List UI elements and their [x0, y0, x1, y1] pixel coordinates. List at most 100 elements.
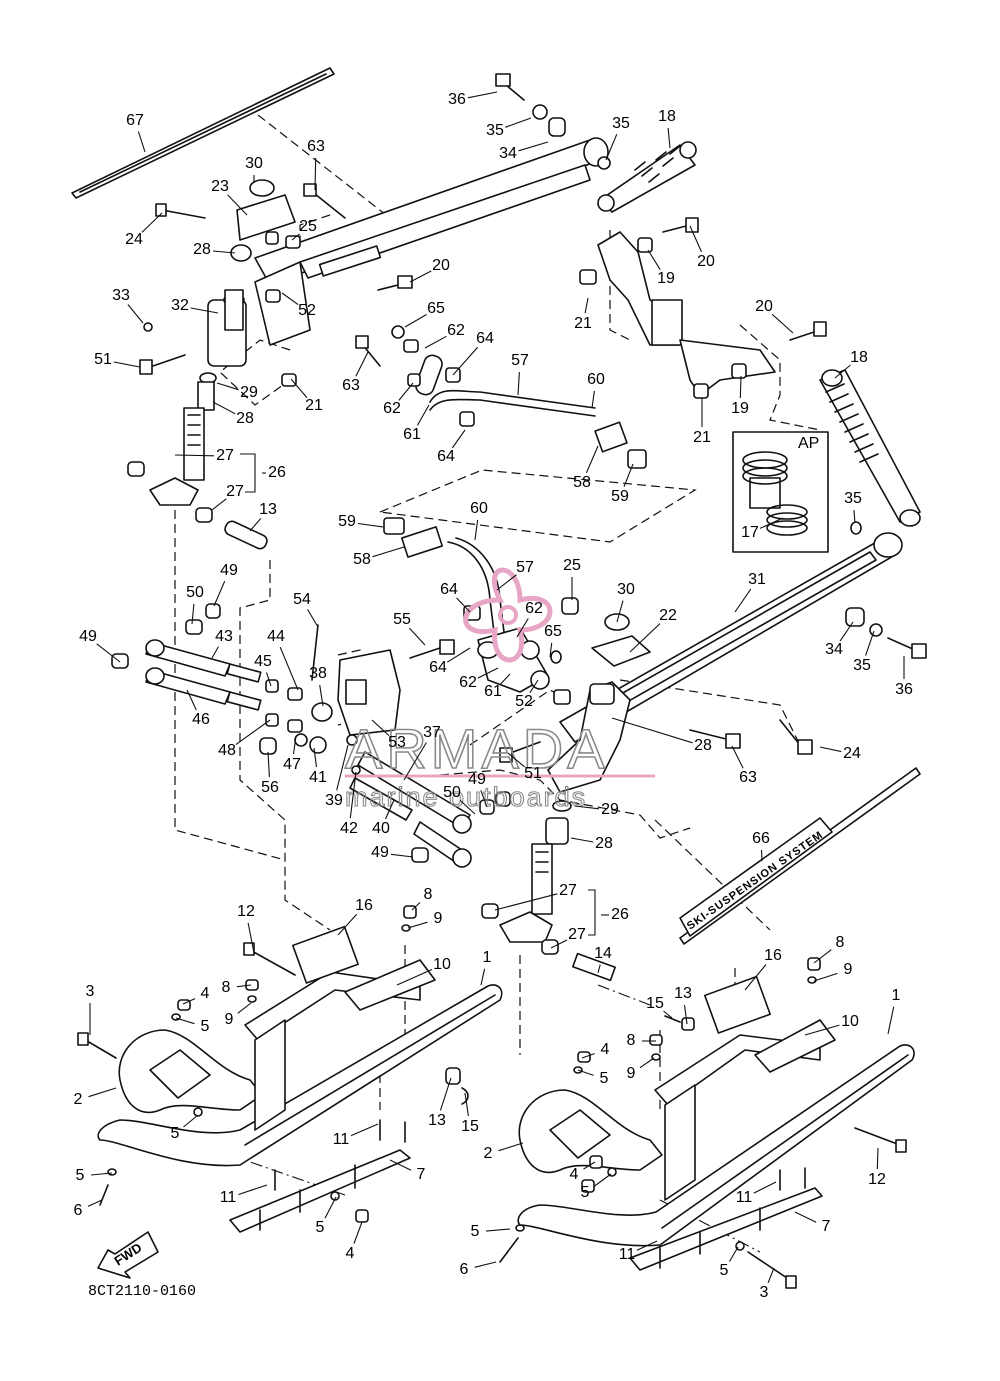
leader-c28d: [570, 837, 594, 843]
steering-column-left: [127, 179, 296, 523]
leader-c56: [267, 751, 270, 778]
callout-c24b: 24: [843, 745, 861, 762]
leader-c15b: [464, 1092, 469, 1117]
ski-right: [499, 952, 915, 1289]
leader-c5a: [175, 1017, 195, 1025]
callout-c17: 17: [741, 524, 759, 541]
callout-c44: 44: [267, 628, 285, 645]
callout-c64a: 64: [476, 330, 494, 347]
callout-c29b: 29: [601, 801, 619, 818]
callout-c59b: 59: [338, 513, 356, 530]
fwd-arrow: FWD: [97, 1231, 159, 1279]
callout-c62d: 62: [459, 674, 477, 691]
leader-c24b: [819, 746, 842, 753]
leader-c18a: [667, 127, 671, 149]
callout-c13a: 13: [259, 501, 277, 518]
callout-c34a: 34: [499, 145, 517, 162]
leader-c16b: [744, 964, 767, 991]
callout-c18b: 18: [850, 349, 868, 366]
callout-c60a: 60: [587, 371, 605, 388]
leader-c44: [279, 646, 299, 691]
callout-c27a: 27: [216, 447, 234, 464]
leader-c18b: [834, 364, 851, 379]
leader-c41: [313, 747, 318, 768]
leader-c28b: [212, 401, 236, 415]
callout-c2a: 2: [74, 1091, 83, 1108]
leader-c67: [137, 131, 146, 153]
callout-c6a: 6: [74, 1202, 83, 1219]
leader-c5d: [593, 1173, 612, 1187]
callout-c50b: 50: [443, 784, 461, 801]
callout-c61b: 61: [484, 683, 502, 700]
leader-c17: [759, 517, 784, 529]
leader-c59b: [357, 522, 384, 528]
leader-c37: [403, 742, 427, 781]
leader-c52b: [529, 679, 539, 693]
callout-c10a: 10: [433, 956, 451, 973]
callout-c36b: 36: [895, 681, 913, 698]
callout-c32: 32: [171, 297, 189, 314]
leader-c39: [336, 744, 349, 791]
callout-c29a: 29: [240, 384, 258, 401]
callout-c15a: 15: [646, 995, 664, 1012]
leader-c28a: [212, 250, 236, 254]
leader-c12b: [876, 1147, 879, 1170]
callout-c20a: 20: [697, 253, 715, 270]
callout-c43: 43: [215, 628, 233, 645]
leader-c64c: [456, 597, 471, 613]
leader-c13c: [439, 1077, 452, 1111]
callout-c13b: 13: [674, 985, 692, 1002]
callout-c39: 39: [325, 792, 343, 809]
callout-c16a: 16: [355, 897, 373, 914]
callout-c21a: 21: [574, 315, 592, 332]
callout-c67: 67: [126, 112, 144, 129]
callout-c35a: 35: [486, 122, 504, 139]
leader-c4a: [182, 998, 196, 1005]
leader-c31: [734, 588, 752, 613]
callout-c46: 46: [192, 711, 210, 728]
leader-c32: [190, 307, 219, 314]
leader-c8c: [236, 984, 252, 988]
leader-c9d: [639, 1057, 655, 1069]
leader-c47: [292, 735, 297, 755]
callout-c28a: 28: [193, 241, 211, 258]
leader-c25a: [291, 233, 300, 241]
callout-c5h: 5: [720, 1262, 729, 1279]
upper-swing-arm: [254, 137, 609, 346]
leader-c13a: [249, 518, 262, 532]
leader-c11a: [350, 1123, 379, 1137]
callout-c49d: 49: [371, 844, 389, 861]
leader-c22: [629, 623, 661, 653]
callout-c28d: 28: [595, 835, 613, 852]
callout-c45: 45: [254, 653, 272, 670]
callout-c52b: 52: [515, 693, 533, 710]
leader-c27b: [211, 498, 227, 511]
leader-c60b: [474, 519, 479, 541]
leader-c4c: [583, 1161, 596, 1170]
leader-c50a: [191, 603, 195, 625]
callout-c8b: 8: [836, 934, 845, 951]
callout-c5f: 5: [316, 1219, 325, 1236]
callout-c63c: 63: [739, 769, 757, 786]
leader-c35b: [605, 133, 618, 161]
leader-c63a: [314, 157, 317, 191]
leader-c42: [349, 771, 357, 819]
callout-c31: 31: [748, 571, 766, 588]
callout-c5a: 5: [201, 1018, 210, 1035]
diagram-code: 8CT2110-0160: [88, 1283, 196, 1300]
leader-c61a: [416, 404, 430, 426]
leader-c49b: [96, 643, 121, 663]
leader-c58b: [372, 546, 405, 558]
callout-c7b: 7: [822, 1218, 831, 1235]
leader-c5e: [90, 1172, 113, 1176]
leader-c34a: [518, 141, 549, 152]
callout-c10b: 10: [841, 1013, 859, 1030]
leader-c34b: [839, 621, 854, 642]
callout-c63b: 63: [342, 377, 360, 394]
watermark-brand: ARMADA: [345, 717, 609, 780]
callout-c11a: 11: [333, 1131, 350, 1148]
callout-c5e: 5: [76, 1167, 85, 1184]
callout-c5g: 5: [471, 1223, 480, 1240]
callout-c25b: 25: [563, 557, 581, 574]
leader-c54: [307, 609, 319, 628]
